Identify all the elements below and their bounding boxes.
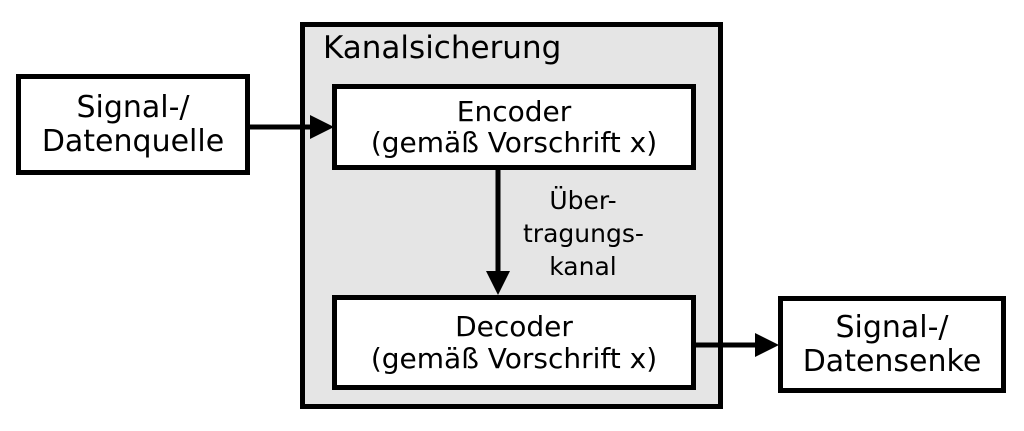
panel-title: Kanalsicherung <box>323 30 562 66</box>
source-label-line-1: Signal-/ <box>76 89 190 125</box>
sink-label-line-1: Signal-/ <box>835 309 949 345</box>
channel-label-line-3: kanal <box>549 252 617 281</box>
decoder-label-line-1: Decoder <box>455 310 573 344</box>
channel-label-line-1: Über- <box>549 186 617 215</box>
sink-box: Signal-/ Datensenke <box>778 296 1006 393</box>
source-label-line-2: Datenquelle <box>41 123 225 159</box>
sink-label-line-2: Datensenke <box>802 343 982 379</box>
channel-label-line-2: tragungs- <box>523 219 644 248</box>
source-box: Signal-/ Datenquelle <box>16 74 250 175</box>
decoder-label-line-2: (gemäß Vorschrift x) <box>370 341 658 375</box>
decoder-box: Decoder (gemäß Vorschrift x) <box>332 295 696 390</box>
transmission-channel-label: Über- tragungs- kanal <box>523 184 644 283</box>
encoder-label-line-2: (gemäß Vorschrift x) <box>370 126 658 159</box>
encoder-box: Encoder (gemäß Vorschrift x) <box>332 84 696 170</box>
encoder-label-line-1: Encoder <box>456 94 572 128</box>
